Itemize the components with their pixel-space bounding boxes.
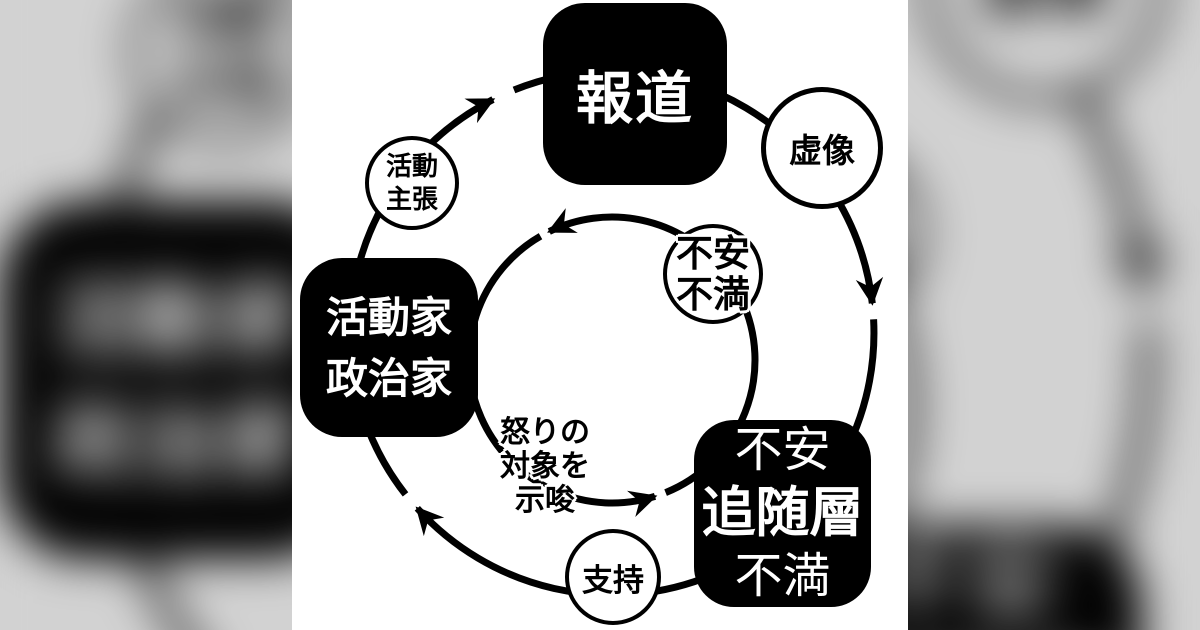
node-illusion: 虚像 <box>761 87 883 209</box>
node-activity-claims-line2: 主張 <box>171 53 276 113</box>
cycle-diagram: 報道 虚像 活動 主張 活動家 政治家 不安 不満 <box>292 0 908 630</box>
node-media-label: 報道 <box>576 67 694 131</box>
node-activity-claims-line1: 活動 <box>385 151 438 181</box>
label-anger-target-hint: 怒りの 対象を 示唆 <box>445 416 645 518</box>
node-activists-line1: 活動家 <box>51 272 304 366</box>
node-followers-line2: 追随層 <box>701 483 864 543</box>
node-anxiety-discontent: 不安 不満 <box>663 224 763 324</box>
node-activists-line2: 政治家 <box>51 394 304 488</box>
node-support-label: 支持 <box>582 562 644 598</box>
node-anxiety-line1: 不安 <box>676 233 750 274</box>
node-followers-line3: 不満 <box>734 550 831 603</box>
node-activists-politicians: 活動家 政治家 <box>300 258 478 437</box>
anger-target-line2: 対象を <box>500 450 590 483</box>
node-activists-line2: 政治家 <box>325 354 452 402</box>
center-panel: 報道 虚像 活動 主張 活動家 政治家 不安 不満 <box>292 0 908 630</box>
node-anxiety-label: 不安 不満 <box>628 233 798 315</box>
inner-arc-followers-to-anxiety <box>664 298 759 496</box>
node-illusion-label: 虚像 <box>789 132 855 169</box>
anger-target-line3: 示唆 <box>515 484 575 517</box>
node-activists-line1: 活動家 <box>325 293 452 341</box>
node-illusion-label: 虚像 <box>978 0 1110 29</box>
node-activity-claims-line1: 活動 <box>171 0 276 47</box>
node-activity-claims-line2: 主張 <box>385 184 438 214</box>
node-followers: 不安 追随層 不満 <box>694 420 871 607</box>
node-anxiety-line2: 不満 <box>676 274 750 315</box>
outer-arc-media-to-followers <box>1003 0 1167 297</box>
outer-arc-followers-to-activists <box>1059 323 1155 630</box>
anger-target-line1: 怒りの <box>500 416 590 449</box>
node-media: 報道 <box>543 3 727 185</box>
inner-arc-left-to-followers <box>465 233 658 517</box>
node-followers-line1: 不安 <box>734 424 831 477</box>
node-support: 支持 <box>565 529 661 625</box>
node-activity-claims: 活動 主張 <box>365 136 459 230</box>
